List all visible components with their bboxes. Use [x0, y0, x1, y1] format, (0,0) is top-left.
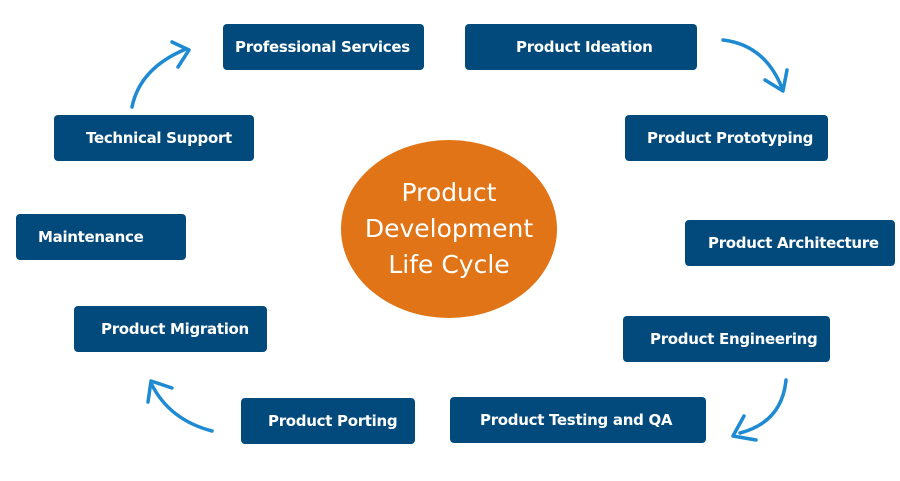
- stage-product-ideation: Product Ideation: [465, 24, 697, 70]
- stage-technical-support: Technical Support: [54, 115, 254, 161]
- stage-label: Product Porting: [268, 412, 398, 430]
- stage-maintenance: Maintenance: [16, 214, 186, 260]
- stage-label: Technical Support: [86, 129, 232, 147]
- arrow-icon: [130, 40, 191, 109]
- center-title-line2: Development: [364, 214, 534, 243]
- stage-label: Professional Services: [235, 38, 410, 56]
- stage-product-porting: Product Porting: [241, 398, 415, 444]
- center-circle: Product Development Life Cycle: [341, 140, 557, 318]
- stage-product-migration: Product Migration: [74, 306, 267, 352]
- center-title-line1: Product: [401, 178, 497, 207]
- stage-label: Product Testing and QA: [480, 411, 673, 429]
- stage-product-testing-qa: Product Testing and QA: [450, 397, 706, 443]
- stage-professional-services: Professional Services: [223, 24, 424, 70]
- stage-product-prototyping: Product Prototyping: [625, 115, 828, 161]
- stage-label: Product Ideation: [516, 38, 653, 56]
- arrow-icon: [721, 38, 789, 93]
- arrow-icon: [146, 379, 214, 433]
- stage-label: Maintenance: [38, 228, 144, 246]
- stage-label: Product Architecture: [708, 234, 879, 252]
- stage-label: Product Prototyping: [647, 129, 814, 147]
- stage-label: Product Migration: [101, 320, 249, 338]
- stage-product-architecture: Product Architecture: [685, 220, 895, 266]
- arrow-icon: [731, 378, 788, 442]
- stage-product-engineering: Product Engineering: [623, 316, 830, 362]
- stage-label: Product Engineering: [650, 330, 818, 348]
- center-title-line3: Life Cycle: [388, 250, 510, 279]
